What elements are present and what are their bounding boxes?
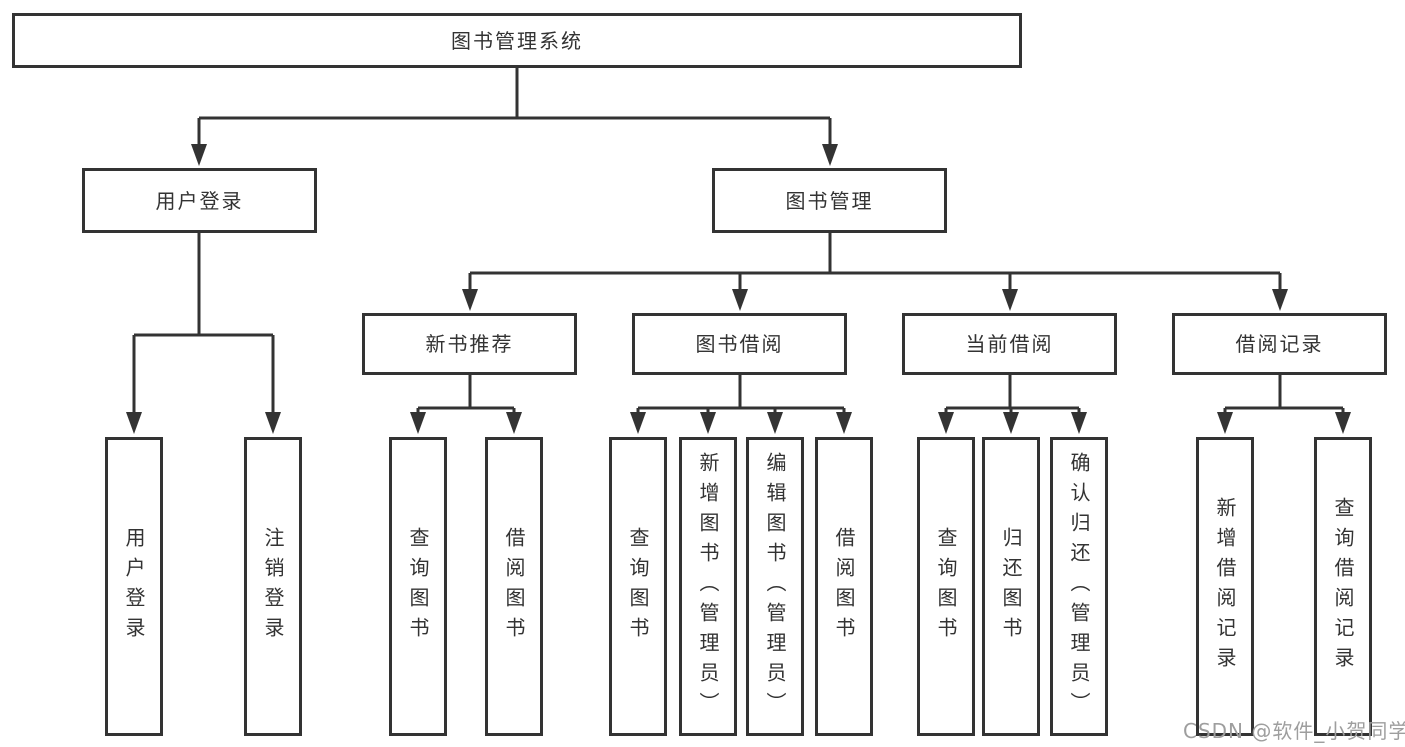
node-label: 图书管理系统	[451, 28, 583, 53]
node-label: 借阅记录	[1235, 332, 1324, 356]
leaf-add-borrow-record: 新增借阅记录	[1196, 437, 1254, 736]
node-book-borrow: 图书借阅	[632, 313, 847, 375]
node-label: 借阅图书	[832, 526, 856, 647]
node-label: 编辑图书（管理员）	[763, 451, 787, 722]
node-label: 新增借阅记录	[1213, 496, 1237, 677]
node-label: 图书管理	[785, 188, 874, 213]
node-root-system: 图书管理系统	[12, 13, 1022, 68]
leaf-logout: 注销登录	[244, 437, 302, 736]
leaf-confirm-return-admin: 确认归还（管理员）	[1050, 437, 1108, 736]
leaf-query-books-current: 查询图书	[917, 437, 975, 736]
node-book-management: 图书管理	[712, 168, 947, 233]
node-label: 借阅图书	[502, 526, 526, 647]
leaf-edit-books-admin: 编辑图书（管理员）	[746, 437, 804, 736]
node-current-borrow: 当前借阅	[902, 313, 1117, 375]
leaf-add-books-admin: 新增图书（管理员）	[679, 437, 737, 736]
node-label: 当前借阅	[965, 332, 1054, 356]
leaf-query-books-borrow: 查询图书	[609, 437, 667, 736]
node-label: 新增图书（管理员）	[696, 451, 720, 722]
leaf-borrow-books-recommend: 借阅图书	[485, 437, 543, 736]
node-label: 查询借阅记录	[1331, 496, 1355, 677]
node-borrow-record: 借阅记录	[1172, 313, 1387, 375]
node-label: 图书借阅	[695, 332, 784, 356]
node-label: 注销登录	[261, 526, 285, 647]
node-label: 用户登录	[155, 188, 244, 213]
node-user-login: 用户登录	[82, 168, 317, 233]
node-label: 查询图书	[626, 526, 650, 647]
leaf-query-borrow-record: 查询借阅记录	[1314, 437, 1372, 736]
leaf-query-books-recommend: 查询图书	[389, 437, 447, 736]
node-label: 确认归还（管理员）	[1067, 451, 1091, 722]
node-label: 用户登录	[122, 526, 146, 647]
node-label: 新书推荐	[425, 332, 514, 356]
node-label: 查询图书	[934, 526, 958, 647]
leaf-borrow-books: 借阅图书	[815, 437, 873, 736]
csdn-watermark: CSDN @软件_小贺同学	[1183, 719, 1405, 743]
node-new-book-recommend: 新书推荐	[362, 313, 577, 375]
leaf-return-books: 归还图书	[982, 437, 1040, 736]
node-label: 查询图书	[406, 526, 430, 647]
node-label: 归还图书	[999, 526, 1023, 647]
leaf-user-login: 用户登录	[105, 437, 163, 736]
